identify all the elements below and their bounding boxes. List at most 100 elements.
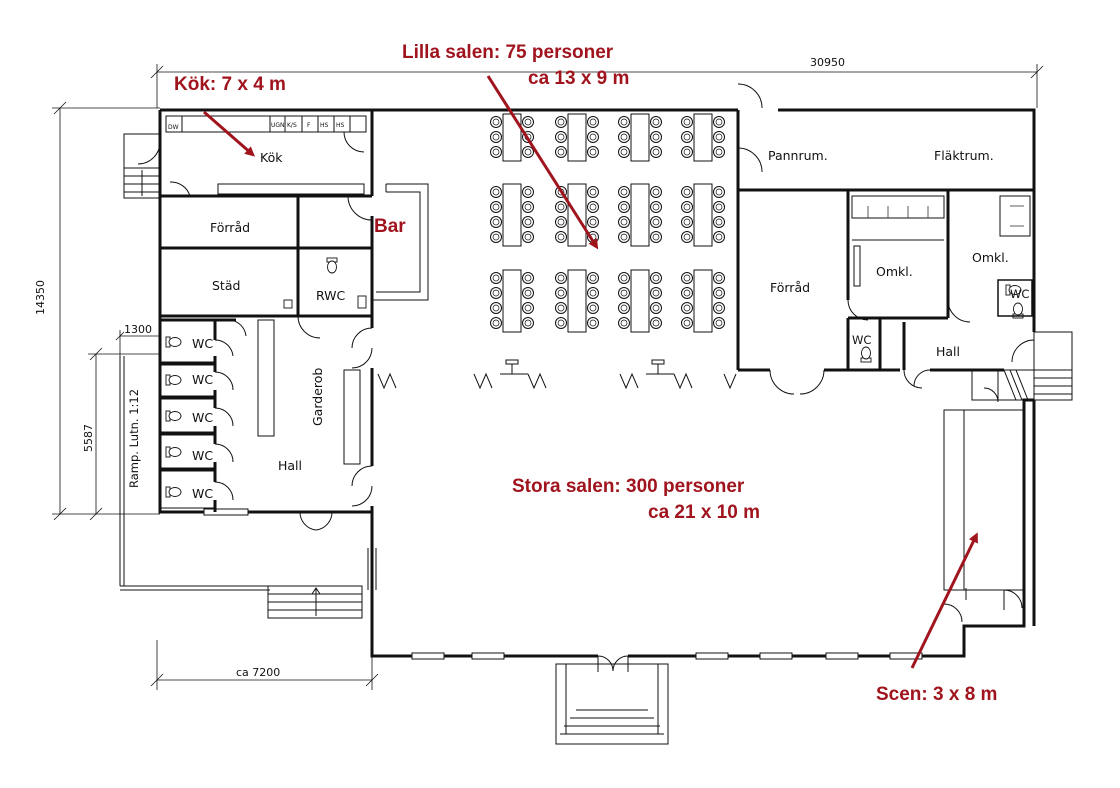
chair [587,116,599,128]
chair [587,216,599,228]
folding-partition [377,359,737,390]
right-wing-thin [737,83,1035,395]
room-wc-2: WC [192,372,213,387]
dimension-lines [52,64,1044,690]
kitchen-unit-hs-2: HS [336,122,345,129]
entrance-steps-left [267,585,363,619]
right-wing-walls [736,110,1034,372]
chair [681,272,693,284]
chair [713,317,725,329]
chair [522,317,534,329]
chair [650,216,662,228]
table-with-chairs [555,113,599,162]
table-with-chairs [681,113,725,162]
kitchen-unit-ks: K/S [287,122,297,129]
chair [650,131,662,143]
room-storage-right: Förråd [770,280,810,295]
rwc-door [297,315,321,339]
bottom-width-label: ca 7200 [236,666,280,679]
entrance-steps-right [1033,331,1073,401]
room-rwc: RWC [316,288,346,303]
kitchen-door-left [137,141,191,197]
chair [650,302,662,314]
room-boiler: Pannrum. [768,148,828,163]
kitchen-counter [165,115,367,195]
chair [650,116,662,128]
annotation-small-hall-title: Lilla salen: 75 personer [402,42,614,63]
kitchen-unit-f: F [307,122,311,129]
table-with-chairs [681,183,725,247]
chair [587,272,599,284]
chair [681,116,693,128]
annotation-stage: Scen: 3 x 8 m [876,684,997,705]
chair [713,131,725,143]
chair [681,216,693,228]
rwc-fixtures [283,257,367,309]
chair [713,146,725,158]
annotation-large-hall-size: ca 21 x 10 m [648,502,760,523]
chair [618,231,630,243]
table-with-chairs [490,183,534,247]
kitchen-unit-hs-1: HS [320,122,329,129]
wc-stalls-thick [160,318,236,512]
room-wc-right-2: WC [1010,287,1029,301]
stage [943,409,1025,623]
chair [713,302,725,314]
room-wc-1: WC [192,336,213,351]
room-cleaning: Städ [212,278,240,293]
chair [587,302,599,314]
room-fan: Fläktrum. [934,148,994,163]
chair [587,317,599,329]
table-with-chairs [618,183,662,247]
chair [490,116,502,128]
ramp-height-label: 5587 [82,424,95,452]
chair [713,231,725,243]
chair [490,216,502,228]
chair [490,131,502,143]
chair [522,287,534,299]
chair [681,231,693,243]
chair [713,272,725,284]
chair [681,201,693,213]
chair [522,272,534,284]
chair [490,287,502,299]
chair [587,287,599,299]
room-wc-right-1: WC [852,333,871,347]
chair [713,201,725,213]
table-with-chairs [490,269,534,333]
room-hall-right: Hall [936,344,960,359]
chair [650,231,662,243]
chair [618,201,630,213]
table-with-chairs [618,269,662,333]
wc-fixtures-left [165,336,182,498]
chair [587,131,599,143]
chair [681,186,693,198]
chair [713,116,725,128]
total-width-label: 30950 [810,56,845,69]
chair [522,216,534,228]
chair [555,231,567,243]
chair [490,317,502,329]
chair [681,146,693,158]
kitchen-walls [160,110,374,318]
chair [587,146,599,158]
table-with-chairs [618,113,662,162]
chair [490,302,502,314]
room-wc-4: WC [192,448,213,463]
chair [522,231,534,243]
chair [681,302,693,314]
room-hall-left: Hall [278,458,302,473]
kitchen-unit-ugn: UGN [271,122,285,129]
chair [555,302,567,314]
chair [618,272,630,284]
table-with-chairs [555,269,599,333]
storage-door [347,195,373,221]
chair [555,216,567,228]
chair [490,146,502,158]
chair [555,272,567,284]
chair [555,317,567,329]
room-wc-5: WC [192,486,213,501]
room-wc-3: WC [192,410,213,425]
chair [587,186,599,198]
